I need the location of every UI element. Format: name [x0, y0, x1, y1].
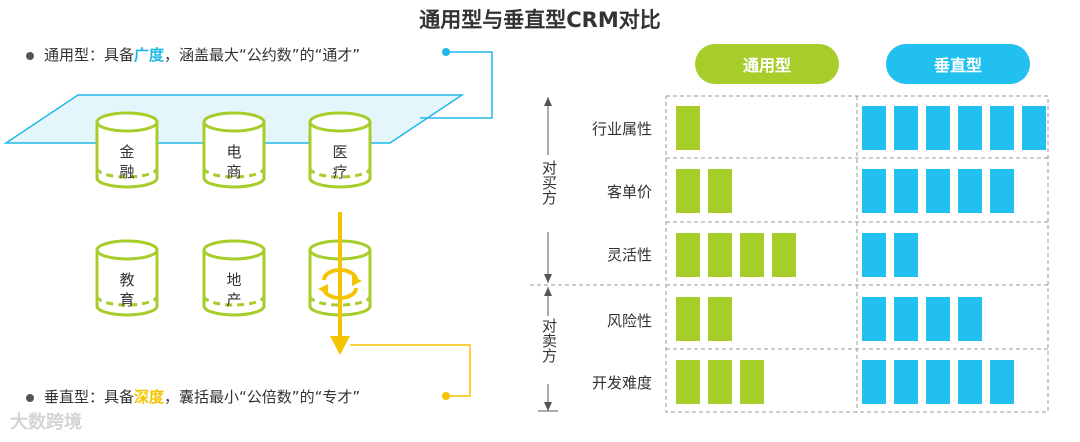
vertical-bar-block: [926, 360, 950, 404]
cylinder-label-line: 融: [119, 163, 135, 181]
general-bar-block: [676, 360, 700, 404]
vertical-bullet: 垂直型：具备深度，囊括最小“公倍数”的“专才”: [26, 386, 360, 407]
general-bar-block: [676, 233, 700, 277]
vertical-bar-block: [1022, 106, 1046, 150]
general-bar-block: [676, 169, 700, 213]
cylinder-label-line: 地: [226, 271, 242, 289]
general-bullet-prefix: 通用型：具备: [44, 46, 135, 64]
vertical-bar-block: [926, 169, 950, 213]
vertical-bullet-suffix: ，囊括最小“公倍数”的“专才”: [164, 388, 361, 406]
vertical-bar-block: [926, 106, 950, 150]
cylinder-medical: [308, 111, 372, 189]
connector-dot-yellow: [442, 392, 450, 400]
side-label-buyer-text: 对买方: [540, 160, 558, 205]
cylinder-label-line: 育: [119, 291, 135, 309]
cylinder-label-line: 商: [226, 163, 242, 181]
comparison-grid: [530, 95, 1049, 413]
vertical-bar-block: [894, 169, 918, 213]
cylinder-ecommerce: [202, 111, 266, 189]
vertical-bar-block: [862, 169, 886, 213]
cylinder-realestate: [202, 239, 266, 317]
vertical-bar-block: [862, 233, 886, 277]
general-bar-block: [676, 106, 700, 150]
header-vertical: 垂直型: [886, 44, 1030, 84]
vertical-bar-block: [894, 106, 918, 150]
connector-line-yellow: [350, 344, 471, 397]
connector-line-cyan: [420, 51, 493, 119]
row-label-price: 客单价: [606, 183, 652, 201]
vertical-bar-block: [894, 297, 918, 341]
vertical-bar-block: [958, 297, 982, 341]
vertical-bar-block: [894, 360, 918, 404]
vertical-arrow-head: [330, 336, 350, 355]
general-bar-block: [708, 233, 732, 277]
side-label-seller: 对卖方: [538, 318, 558, 369]
bullet-dot: [26, 51, 34, 60]
general-bar-block: [708, 297, 732, 341]
cylinder-label-ecommerce: 电商: [204, 142, 264, 182]
page-title: 通用型与垂直型CRM对比: [419, 8, 661, 32]
general-bar-block: [772, 233, 796, 277]
general-bullet-highlight: 广度: [134, 46, 165, 64]
bullet-dot: [26, 393, 34, 402]
vertical-bullet-highlight: 深度: [134, 388, 165, 406]
cylinder-label-line: 金: [119, 143, 135, 161]
cylinder-finance: [95, 111, 159, 189]
row-label-risk: 风险性: [606, 312, 652, 330]
cylinder-label-line: 疗: [332, 163, 348, 181]
vertical-bar-block: [990, 106, 1014, 150]
general-bullet-suffix: ，涵盖最大“公约数”的“通才”: [164, 46, 361, 64]
vertical-bar-block: [862, 106, 886, 150]
vertical-bar-block: [958, 169, 982, 213]
watermark: 大数跨境: [10, 412, 82, 433]
cylinder-label-finance: 金融: [97, 142, 157, 182]
vertical-bar-block: [894, 233, 918, 277]
general-bar-block: [740, 360, 764, 404]
row-label-flexibility: 灵活性: [606, 246, 652, 264]
cylinder-label-line: 医: [332, 143, 348, 161]
side-label-buyer: 对买方: [538, 160, 558, 211]
vertical-bar-block: [862, 297, 886, 341]
vertical-bar-block: [926, 297, 950, 341]
cylinder-label-medical: 医疗: [310, 142, 370, 182]
cylinder-label-education: 教育: [97, 270, 157, 310]
general-bar-block: [708, 360, 732, 404]
header-general: 通用型: [695, 44, 839, 84]
vertical-bar-block: [990, 169, 1014, 213]
cylinder-education: [95, 239, 159, 317]
general-bar-block: [708, 169, 732, 213]
industry-diagram: [3, 48, 493, 400]
cylinder-label-line: 电: [226, 143, 242, 161]
general-bullet: 通用型：具备广度，涵盖最大“公约数”的“通才”: [26, 44, 360, 65]
vertical-bar-block: [990, 360, 1014, 404]
row-label-industry: 行业属性: [591, 120, 652, 138]
vertical-bar-block: [958, 360, 982, 404]
row-label-difficulty: 开发难度: [591, 374, 652, 392]
vertical-bar-block: [862, 360, 886, 404]
general-bar-block: [676, 297, 700, 341]
vertical-bar-block: [958, 106, 982, 150]
cylinder-label-line: 教: [119, 271, 135, 289]
side-label-seller-text: 对卖方: [540, 318, 558, 363]
cylinder-label-realestate: 地产: [204, 270, 264, 310]
general-bar-block: [740, 233, 764, 277]
cylinder-label-line: 产: [226, 291, 242, 309]
vertical-bullet-prefix: 垂直型：具备: [44, 388, 135, 406]
